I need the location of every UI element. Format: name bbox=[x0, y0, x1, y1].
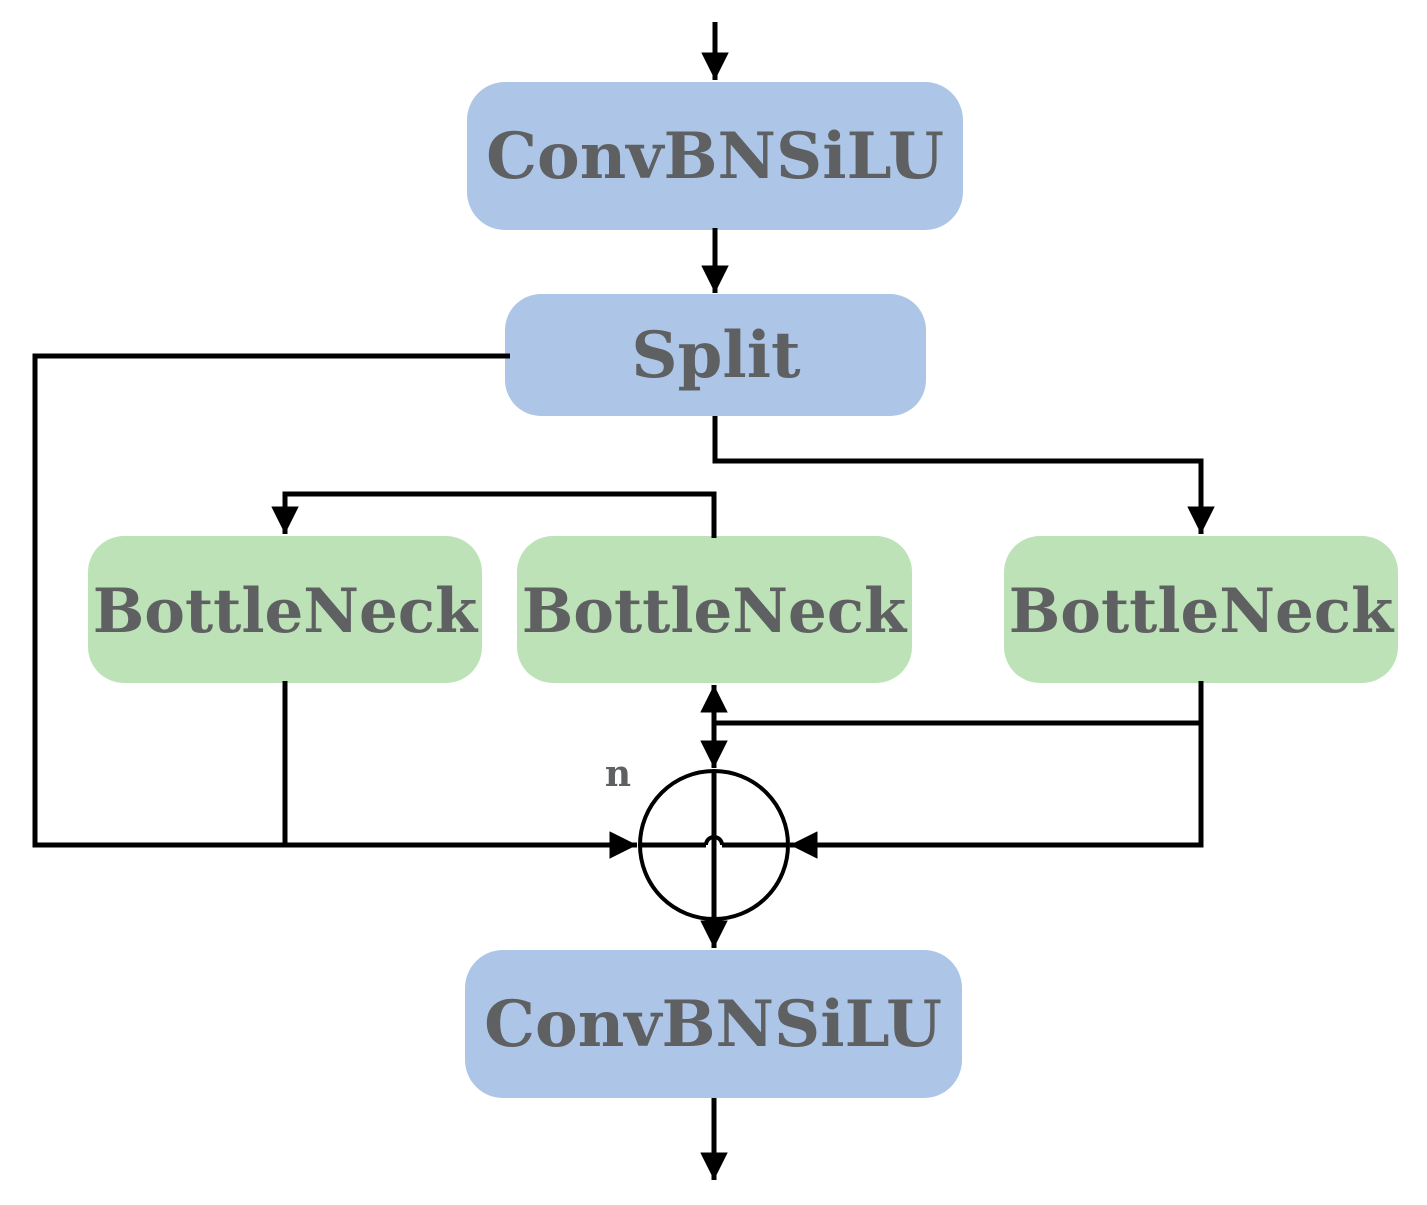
concat-n-label: n bbox=[605, 753, 631, 795]
conv-bottom-box bbox=[465, 950, 962, 1098]
conv-top-node: ConvBNSiLU bbox=[467, 82, 963, 230]
conv-top-label: ConvBNSiLU bbox=[486, 119, 944, 194]
middle-to-left-bottleneck-arrow bbox=[271, 491, 717, 538]
conv-top-box bbox=[467, 82, 963, 230]
bottleneck-right-label: BottleNeck bbox=[1009, 576, 1395, 647]
split-bypass-arrow bbox=[32, 353, 637, 859]
conv-bottom-label: ConvBNSiLU bbox=[484, 987, 942, 1062]
bottleneck-left-box bbox=[88, 536, 482, 683]
split-to-right-bottleneck-arrow bbox=[712, 416, 1215, 534]
bottleneck-left-node: BottleNeck bbox=[88, 536, 482, 683]
split-box bbox=[505, 294, 926, 416]
connectors bbox=[32, 22, 1215, 1180]
split-label: Split bbox=[631, 318, 801, 393]
bottleneck-middle-label: BottleNeck bbox=[522, 576, 908, 647]
right-bottleneck-to-concat-arrow bbox=[790, 681, 1204, 859]
circled-plus-icon bbox=[638, 769, 790, 921]
bottleneck-middle-node: BottleNeck bbox=[517, 536, 912, 683]
bottleneck-right-node: BottleNeck bbox=[1004, 536, 1398, 683]
concat-hop bbox=[704, 835, 724, 846]
conv-bottom-node: ConvBNSiLU bbox=[465, 950, 962, 1098]
bottleneck-left-label: BottleNeck bbox=[93, 576, 479, 647]
bottleneck-right-box bbox=[1004, 536, 1398, 683]
split-node: Split bbox=[505, 294, 926, 416]
bottleneck-middle-box bbox=[517, 536, 912, 683]
